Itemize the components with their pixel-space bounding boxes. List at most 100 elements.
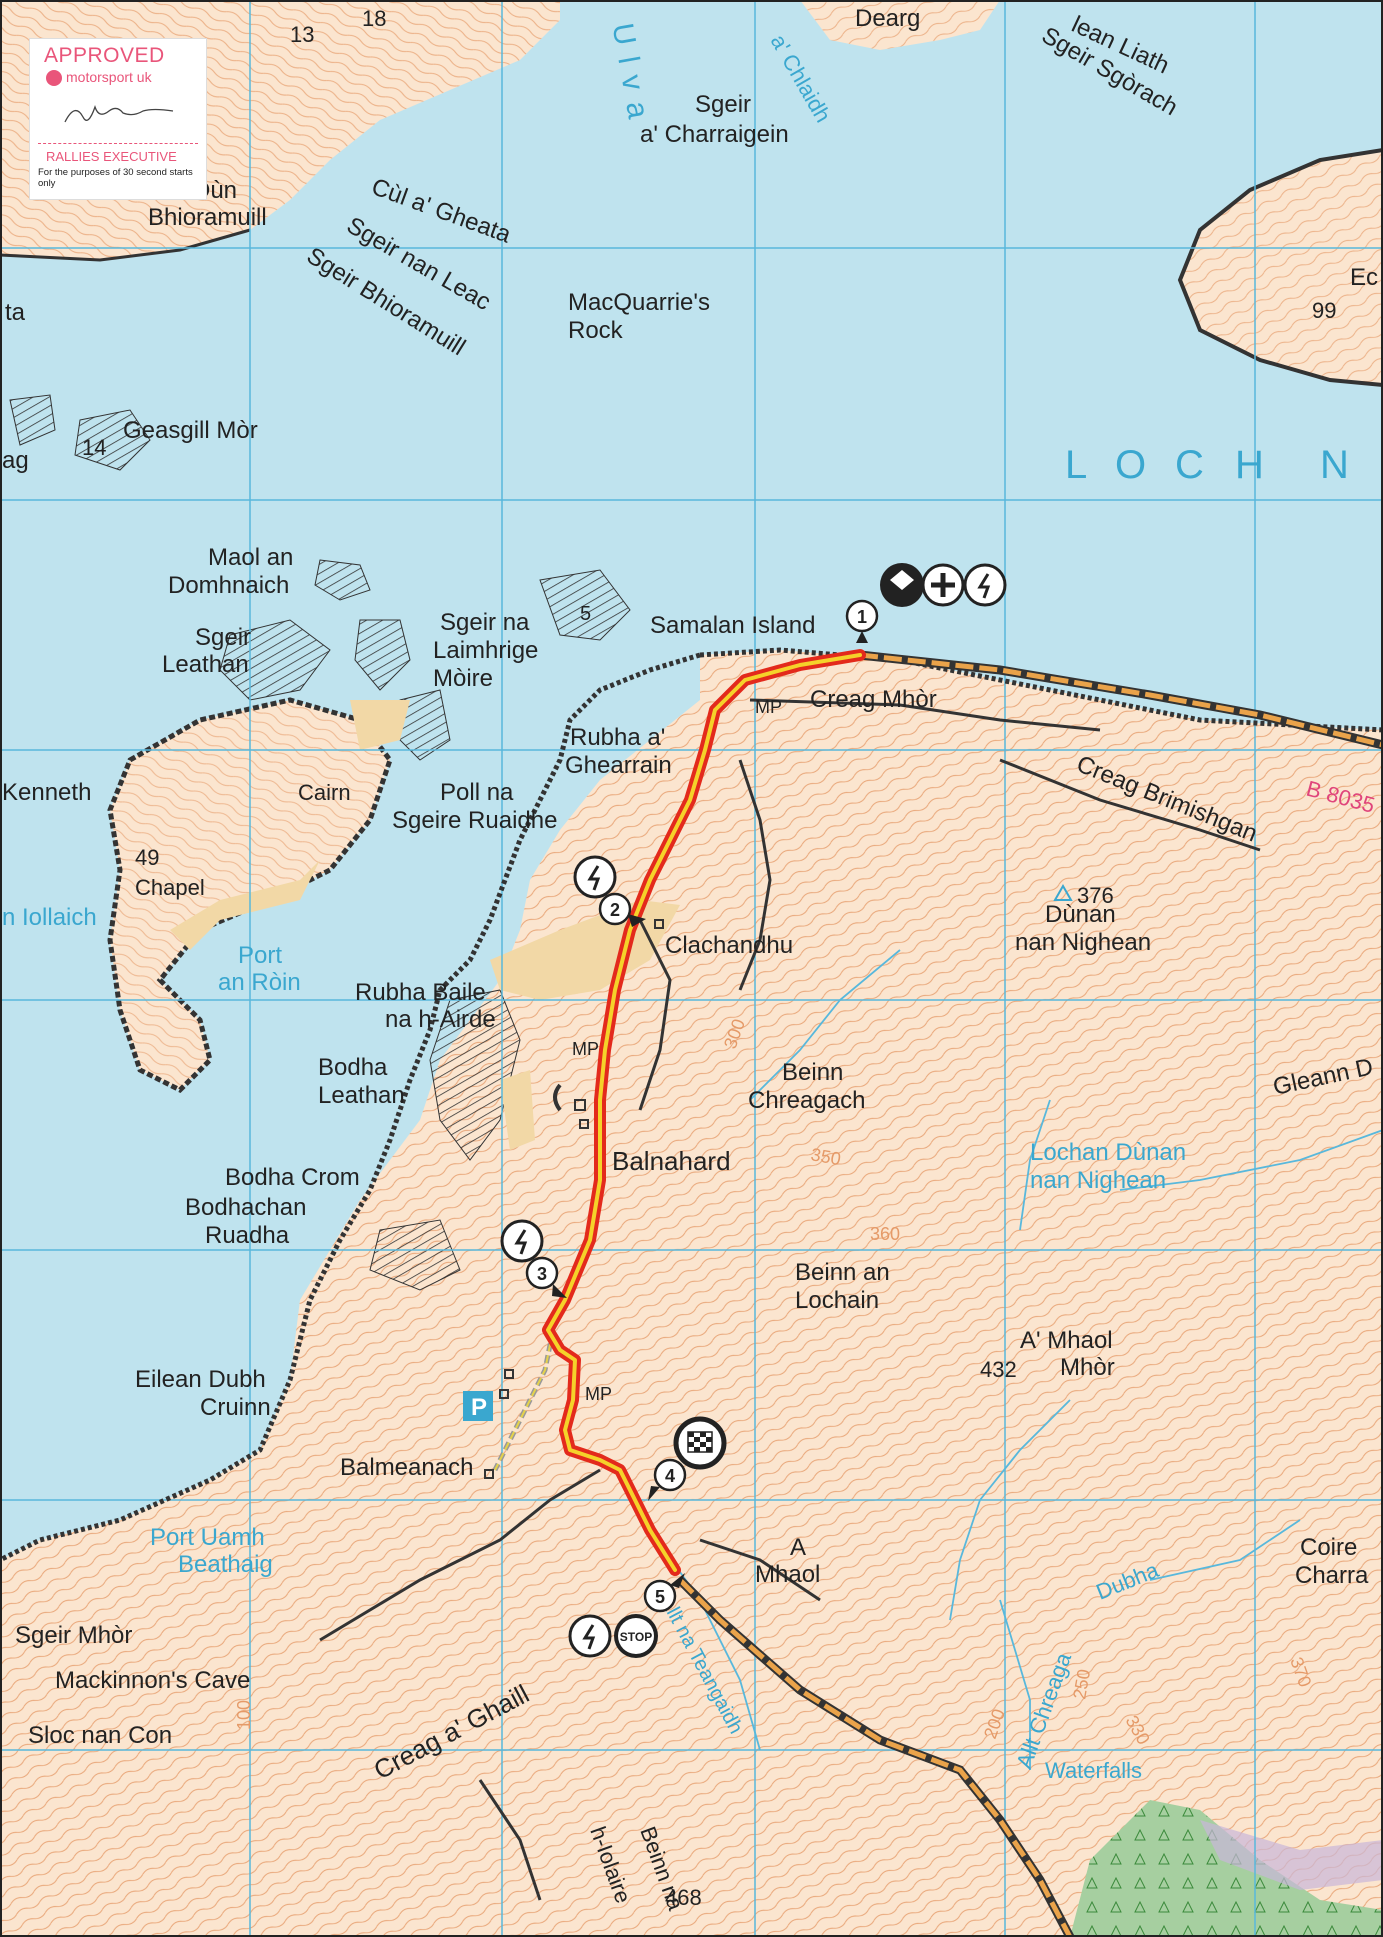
- approval-stamp: APPROVED motorsport uk RALLIES EXECUTIVE…: [29, 38, 207, 200]
- label-beinn-chreagach-1: Beinn: [782, 1059, 843, 1086]
- label-dunan-2: nan Nighean: [1015, 929, 1151, 956]
- stop-label: STOP: [620, 1630, 652, 1644]
- label-ag: ag: [2, 447, 29, 474]
- label-n468: 468: [665, 1885, 702, 1910]
- start-flag-icon: [880, 563, 924, 607]
- label-lochan-2: nan Nighean: [1030, 1167, 1166, 1194]
- label-sgeir-charraigein-2: a' Charraigein: [640, 121, 789, 148]
- stop-sign-icon: STOP: [614, 1614, 658, 1658]
- label-n13: 13: [290, 22, 314, 47]
- label-ta: ta: [5, 299, 26, 326]
- b8035-road: [676, 650, 1383, 1937]
- label-dunan-1: Dùnan: [1045, 901, 1116, 928]
- chequered-flag-icon: [673, 1416, 727, 1470]
- label-rubha-baile-1: Rubha Baile: [355, 979, 486, 1006]
- label-n14: 14: [82, 435, 106, 460]
- route-point-1[interactable]: 1: [845, 599, 879, 643]
- telephone-icon: [553, 1083, 562, 1112]
- label-sgeir-charraigein-1: Sgeir: [695, 91, 751, 118]
- label-a-mhaol-mhor-2: Mhòr: [1060, 1354, 1115, 1381]
- label-bodha-crom: Bodha Crom: [225, 1164, 360, 1191]
- label-sgeir-leathan-1: Sgeir: [195, 624, 251, 651]
- label-a-mhaol-2: Mhaol: [755, 1561, 820, 1588]
- route-radio-3: [500, 1219, 544, 1263]
- label-coire-1: Coire: [1300, 1534, 1357, 1561]
- label-eilean-dubh-1: Eilean Dubh: [135, 1366, 266, 1393]
- label-macquarrie-2: Rock: [568, 317, 624, 344]
- label-bodha-leathan-1: Bodha: [318, 1054, 388, 1081]
- motorsport-logo-icon: [46, 70, 62, 87]
- label-sgeir-leathan-2: Leathan: [162, 651, 249, 678]
- stamp-brand: motorsport uk: [46, 69, 152, 87]
- signature-icon: [64, 104, 174, 123]
- label-bodhachan-2: Ruadha: [205, 1222, 290, 1249]
- route-point-1-number: 1: [857, 607, 867, 627]
- label-n376: 376: [1077, 883, 1114, 908]
- label-bhioramuill: Bhioramuill: [148, 204, 267, 231]
- label-mp1: MP: [755, 697, 782, 717]
- label-n49: 49: [135, 845, 159, 870]
- label-kenneth: Kenneth: [2, 779, 91, 806]
- route-point-4[interactable]: 4: [648, 1458, 687, 1501]
- label-waterfalls: Waterfalls: [1045, 1758, 1142, 1783]
- stamp-brand-text: motorsport uk: [66, 69, 152, 85]
- label-ec: Ec: [1350, 264, 1378, 291]
- label-n18: 18: [362, 6, 386, 31]
- route-point-3[interactable]: 3: [525, 1256, 567, 1298]
- label-loch-h: H: [1235, 443, 1264, 487]
- coastline: [0, 652, 701, 1563]
- label-rubha-1: Rubha a': [570, 724, 665, 751]
- parking-icon: [463, 1391, 493, 1421]
- stamp-note: For the purposes of 30 second starts onl…: [38, 167, 193, 189]
- label-parking: P: [471, 1394, 487, 1421]
- contour-360: 360: [870, 1224, 900, 1244]
- label-sgeir-na-2: Laimhrige: [433, 637, 538, 664]
- label-beinn-chreagach-2: Chreagach: [748, 1087, 865, 1114]
- label-port-uamh-2: Beathaig: [178, 1551, 273, 1578]
- medical-cross-icon: [921, 563, 965, 607]
- label-balmeanach: Balmeanach: [340, 1454, 473, 1481]
- rocky-islets: [9, 394, 631, 1291]
- label-maol-1: Maol an: [208, 544, 293, 571]
- route-markers[interactable]: 1 2: [500, 563, 1007, 1658]
- label-geasgill: Geasgill Mòr: [123, 417, 258, 444]
- label-sgeir-na-3: Mòire: [433, 665, 493, 692]
- label-macquarrie-1: MacQuarrie's: [568, 289, 710, 316]
- route-point-2-number: 2: [610, 900, 620, 920]
- label-a-mhaol-1: A: [790, 1534, 806, 1561]
- label-mp2: MP: [572, 1039, 599, 1059]
- label-loch-o: O: [1115, 443, 1146, 487]
- stage-route: [542, 649, 866, 1576]
- label-bodhachan-1: Bodhachan: [185, 1194, 306, 1221]
- label-dearg: Dearg: [855, 5, 920, 32]
- radio-icon: [963, 563, 1007, 607]
- label-eilean-dubh-2: Cruinn: [200, 1394, 271, 1421]
- cliffs: [319, 698, 1261, 1901]
- land-mass: [0, 650, 1383, 1937]
- label-beinn-lochain-1: Beinn an: [795, 1259, 890, 1286]
- label-iollaich: n Iollaich: [2, 904, 97, 931]
- label-sgeir-na-1: Sgeir na: [440, 609, 530, 636]
- forest: [1070, 1800, 1383, 1937]
- route-point-3-number: 3: [537, 1264, 547, 1284]
- label-loch-n: N: [1320, 443, 1349, 487]
- label-sgeir-mhor: Sgeir Mhòr: [15, 1622, 132, 1649]
- label-coire-2: Charra: [1295, 1562, 1369, 1589]
- label-chapel: Chapel: [135, 875, 205, 900]
- label-a-mhaol-mhor-1: A' Mhaol: [1020, 1327, 1113, 1354]
- label-port-roin-2: an Ròin: [218, 969, 301, 996]
- contour-100: 100: [234, 1700, 254, 1730]
- route-point-5[interactable]: 5: [643, 1573, 685, 1613]
- label-bodha-leathan-2: Leathan: [318, 1082, 405, 1109]
- streams: [649, 949, 1383, 1770]
- label-sloc: Sloc nan Con: [28, 1722, 172, 1749]
- label-samalan: Samalan Island: [650, 612, 815, 639]
- label-n432: 432: [980, 1357, 1017, 1382]
- label-maol-2: Domhnaich: [168, 572, 289, 599]
- label-lochan-1: Lochan Dùnan: [1030, 1139, 1186, 1166]
- route-point-2[interactable]: 2: [598, 892, 646, 927]
- route-radio-5: [568, 1614, 612, 1658]
- triangulation-pillar-icon: [1053, 883, 1073, 901]
